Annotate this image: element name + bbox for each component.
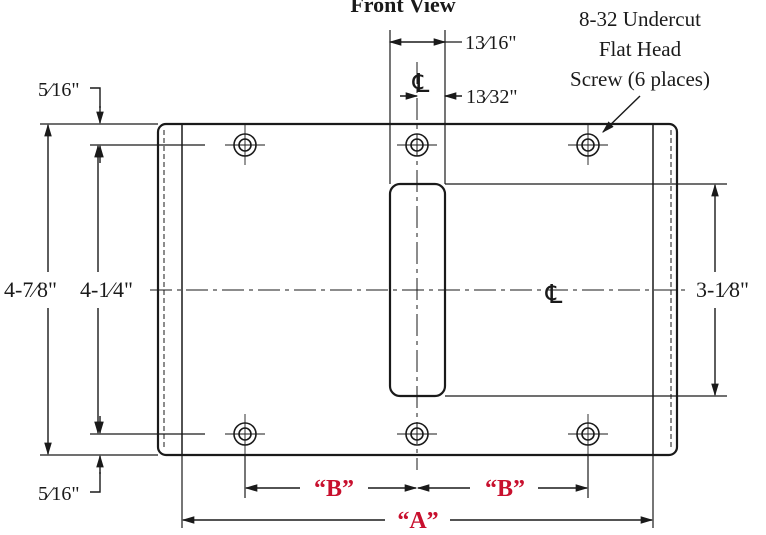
slot-offset-label: 13⁄32" — [466, 86, 518, 108]
screw-hole-bottom-right — [568, 414, 608, 454]
screw-hole-top-center — [397, 133, 437, 157]
slot-width-label: 13⁄16" — [465, 32, 517, 54]
screw-note-line-2: Flat Head — [599, 37, 682, 61]
overall-height-label: 4-7⁄8" — [4, 277, 57, 302]
screw-note-line-1: 8-32 Undercut — [579, 7, 701, 31]
slot-height-label: 3-1⁄8" — [696, 277, 749, 302]
screw-note-line-3: Screw (6 places) — [570, 67, 710, 91]
screw-hole-top-right — [568, 125, 608, 165]
hole-spacing-label: 4-1⁄4" — [80, 277, 133, 302]
bottom-offset-label: 5⁄16" — [38, 483, 80, 505]
b-right-label: “B” — [485, 476, 525, 502]
view-title: Front View — [350, 0, 455, 17]
top-offset-label: 5⁄16" — [38, 79, 80, 101]
screw-hole-bottom-center — [397, 422, 437, 446]
a-label: “A” — [397, 508, 438, 534]
centerline-symbol-center: ℄ — [545, 280, 563, 309]
screw-note-leader — [602, 95, 641, 133]
b-left-label: “B” — [314, 476, 354, 502]
screw-hole-top-left — [225, 125, 265, 165]
screw-hole-bottom-left — [225, 414, 265, 454]
centerline-symbol-top: ℄ — [412, 69, 430, 98]
